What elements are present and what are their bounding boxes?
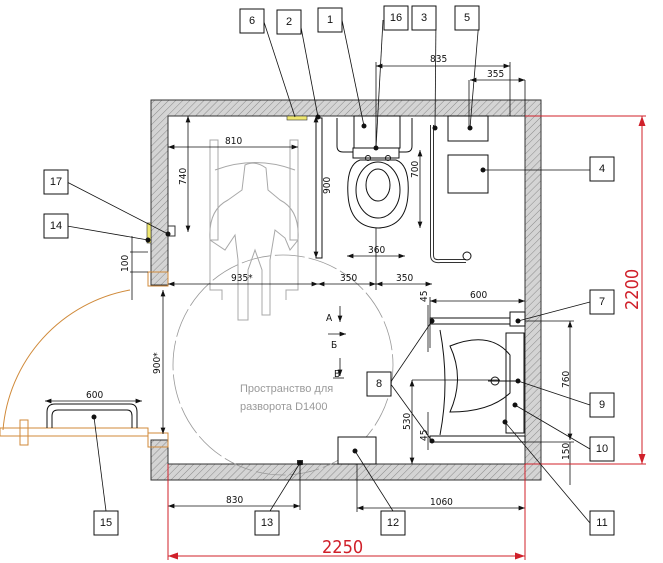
dim-810: 810: [225, 136, 242, 147]
dim-350-left: 350: [340, 273, 357, 284]
callout-10: 10: [589, 436, 615, 462]
washbasin-cabinet: [447, 154, 489, 194]
dim-530: 530: [402, 413, 413, 430]
dim-350-right: 350: [396, 273, 413, 284]
overall-width: 2250: [322, 537, 363, 558]
section-mark-v: В: [334, 369, 340, 380]
callout-7-label: 7: [599, 296, 605, 308]
callout-15: 15: [93, 510, 119, 536]
dim-45-top: 45: [419, 291, 430, 302]
callout-13-label: 13: [261, 517, 273, 529]
callout-16-label: 16: [390, 12, 402, 24]
callout-2-label: 2: [286, 16, 292, 28]
turning-circle: [172, 254, 394, 476]
dim-100: 100: [120, 255, 131, 272]
callout-9-label: 9: [599, 399, 605, 411]
dim-900: 900: [322, 177, 333, 194]
dim-355: 355: [487, 69, 504, 80]
overall-dimension-lines: [167, 115, 646, 560]
callout-8: 8: [366, 371, 392, 397]
door-grab-bar: [46, 403, 138, 428]
callout-6-label: 6: [249, 15, 255, 27]
overall-height: 2200: [622, 269, 643, 310]
dim-600-sink: 600: [470, 290, 487, 301]
door: [0, 271, 169, 448]
callout-2: 2: [276, 9, 302, 35]
section-mark-a: А: [326, 313, 333, 324]
dim-740: 740: [178, 168, 189, 185]
emergency-button: [167, 225, 176, 237]
callout-1-label: 1: [327, 14, 333, 26]
callout-9: 9: [589, 392, 615, 418]
callout-4-label: 4: [599, 163, 605, 175]
leader-dots: [91, 114, 521, 466]
callout-3: 3: [411, 5, 437, 31]
callout-14: 14: [43, 213, 69, 239]
hand-dryer: [447, 115, 489, 142]
dim-600-door-bar: 600: [86, 390, 103, 401]
dim-45-bottom: 45: [419, 430, 430, 441]
dim-835: 835: [430, 54, 447, 65]
callout-1: 1: [317, 7, 343, 33]
callout-10-label: 10: [596, 443, 608, 455]
callout-12: 12: [380, 510, 406, 536]
callout-11-label: 11: [596, 517, 607, 529]
callout-15-label: 15: [100, 517, 112, 529]
dim-700: 700: [410, 161, 421, 178]
dim-150: 150: [561, 443, 572, 460]
turning-space-line2: разворота D1400: [240, 401, 328, 413]
washbasin: [429, 311, 526, 443]
leader-lines: [66, 19, 591, 524]
callout-5: 5: [454, 5, 480, 31]
callout-12-label: 12: [387, 517, 399, 529]
callout-3-label: 3: [421, 12, 427, 24]
callout-13: 13: [254, 510, 280, 536]
callout-6: 6: [239, 8, 265, 34]
callout-17-label: 17: [50, 176, 62, 188]
dimension-labels: 835 355 810 740 900 700 360 935* 350 350…: [86, 54, 643, 558]
callout-8-label: 8: [376, 378, 382, 390]
turning-space-line1: Пространство для: [240, 383, 333, 395]
grab-bar-right: [430, 125, 472, 264]
toilet: [336, 115, 413, 229]
callout-14-label: 14: [50, 220, 62, 232]
callout-17: 17: [43, 169, 69, 195]
dim-830: 830: [226, 495, 243, 506]
callout-4: 4: [589, 156, 615, 182]
callout-16: 16: [383, 5, 409, 31]
dim-360: 360: [368, 245, 385, 256]
callout-5-label: 5: [464, 12, 470, 24]
toilet-paper-holder: [286, 115, 308, 121]
dim-1060: 1060: [430, 497, 453, 508]
section-mark-b: Б: [331, 340, 337, 351]
door-sign: [146, 222, 152, 244]
dim-900-door: 900*: [152, 352, 163, 374]
dim-935: 935*: [231, 273, 253, 284]
dimension-lines: [45, 62, 574, 512]
dim-760: 760: [561, 371, 572, 388]
wheelchair-user-figure: [209, 139, 299, 321]
callout-7: 7: [589, 289, 615, 315]
callout-11: 11: [589, 510, 615, 536]
